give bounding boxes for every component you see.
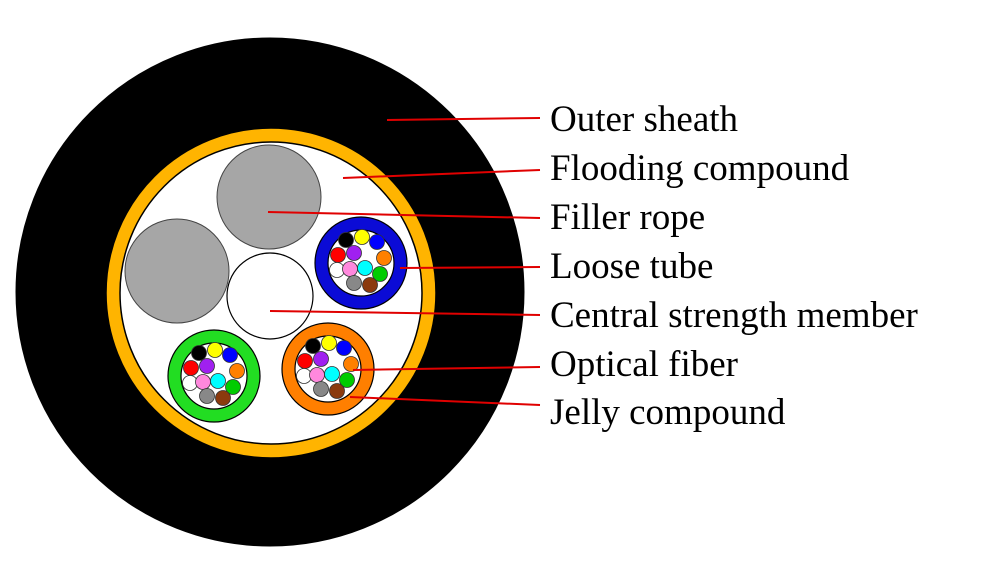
optical-fiber — [207, 342, 223, 358]
optical-fiber — [372, 266, 388, 282]
filler-rope-top — [216, 144, 322, 250]
leader-lines — [267, 117, 541, 406]
label-central-strength-member: Central strength member — [550, 295, 918, 336]
optical-fiber — [210, 373, 226, 389]
filler-rope-left — [124, 218, 230, 324]
leader-line-outer-sheath — [386, 117, 541, 121]
optical-fiber — [369, 234, 385, 250]
optical-fiber — [199, 358, 215, 374]
label-filler-rope: Filler rope — [550, 197, 705, 238]
optical-fiber — [199, 388, 215, 404]
optical-fiber — [354, 229, 370, 245]
optical-fiber — [321, 335, 337, 351]
optical-fiber — [346, 275, 362, 291]
leader-line-central-strength-member — [269, 310, 541, 316]
optical-fiber — [330, 247, 346, 263]
label-jelly-compound: Jelly compound — [550, 392, 786, 433]
label-loose-tube: Loose tube — [550, 246, 713, 287]
loose-tube-blue — [314, 216, 408, 310]
optical-fiber — [297, 353, 313, 369]
label-outer-sheath: Outer sheath — [550, 99, 739, 140]
optical-fiber — [329, 383, 345, 399]
optical-fiber — [225, 379, 241, 395]
optical-fiber — [309, 367, 325, 383]
optical-fiber — [215, 390, 231, 406]
optical-fiber — [313, 351, 329, 367]
optical-fiber — [195, 374, 211, 390]
optical-fiber — [362, 277, 378, 293]
loose-tube-green — [167, 329, 261, 423]
optical-fiber — [343, 356, 359, 372]
optical-fiber — [357, 260, 373, 276]
leader-line-jelly-compound — [349, 396, 541, 406]
optical-fiber — [191, 345, 207, 361]
loose-tube-orange — [281, 322, 375, 416]
central-strength-member — [226, 252, 314, 340]
leader-line-filler-rope — [267, 211, 541, 219]
optical-fiber — [313, 381, 329, 397]
optical-fiber — [183, 360, 199, 376]
leader-line-loose-tube — [399, 266, 541, 269]
label-optical-fiber: Optical fiber — [550, 344, 738, 385]
optical-fiber — [346, 245, 362, 261]
optical-fiber — [338, 232, 354, 248]
optical-fiber — [336, 340, 352, 356]
optical-fiber — [229, 363, 245, 379]
leader-line-flooding-compound — [342, 169, 541, 179]
leader-line-optical-fiber — [352, 366, 541, 371]
optical-fiber — [376, 250, 392, 266]
optical-fiber — [339, 372, 355, 388]
optical-fiber — [305, 338, 321, 354]
optical-fiber — [342, 261, 358, 277]
optical-fiber — [324, 366, 340, 382]
label-flooding-compound: Flooding compound — [550, 148, 850, 189]
optical-fiber — [222, 347, 238, 363]
